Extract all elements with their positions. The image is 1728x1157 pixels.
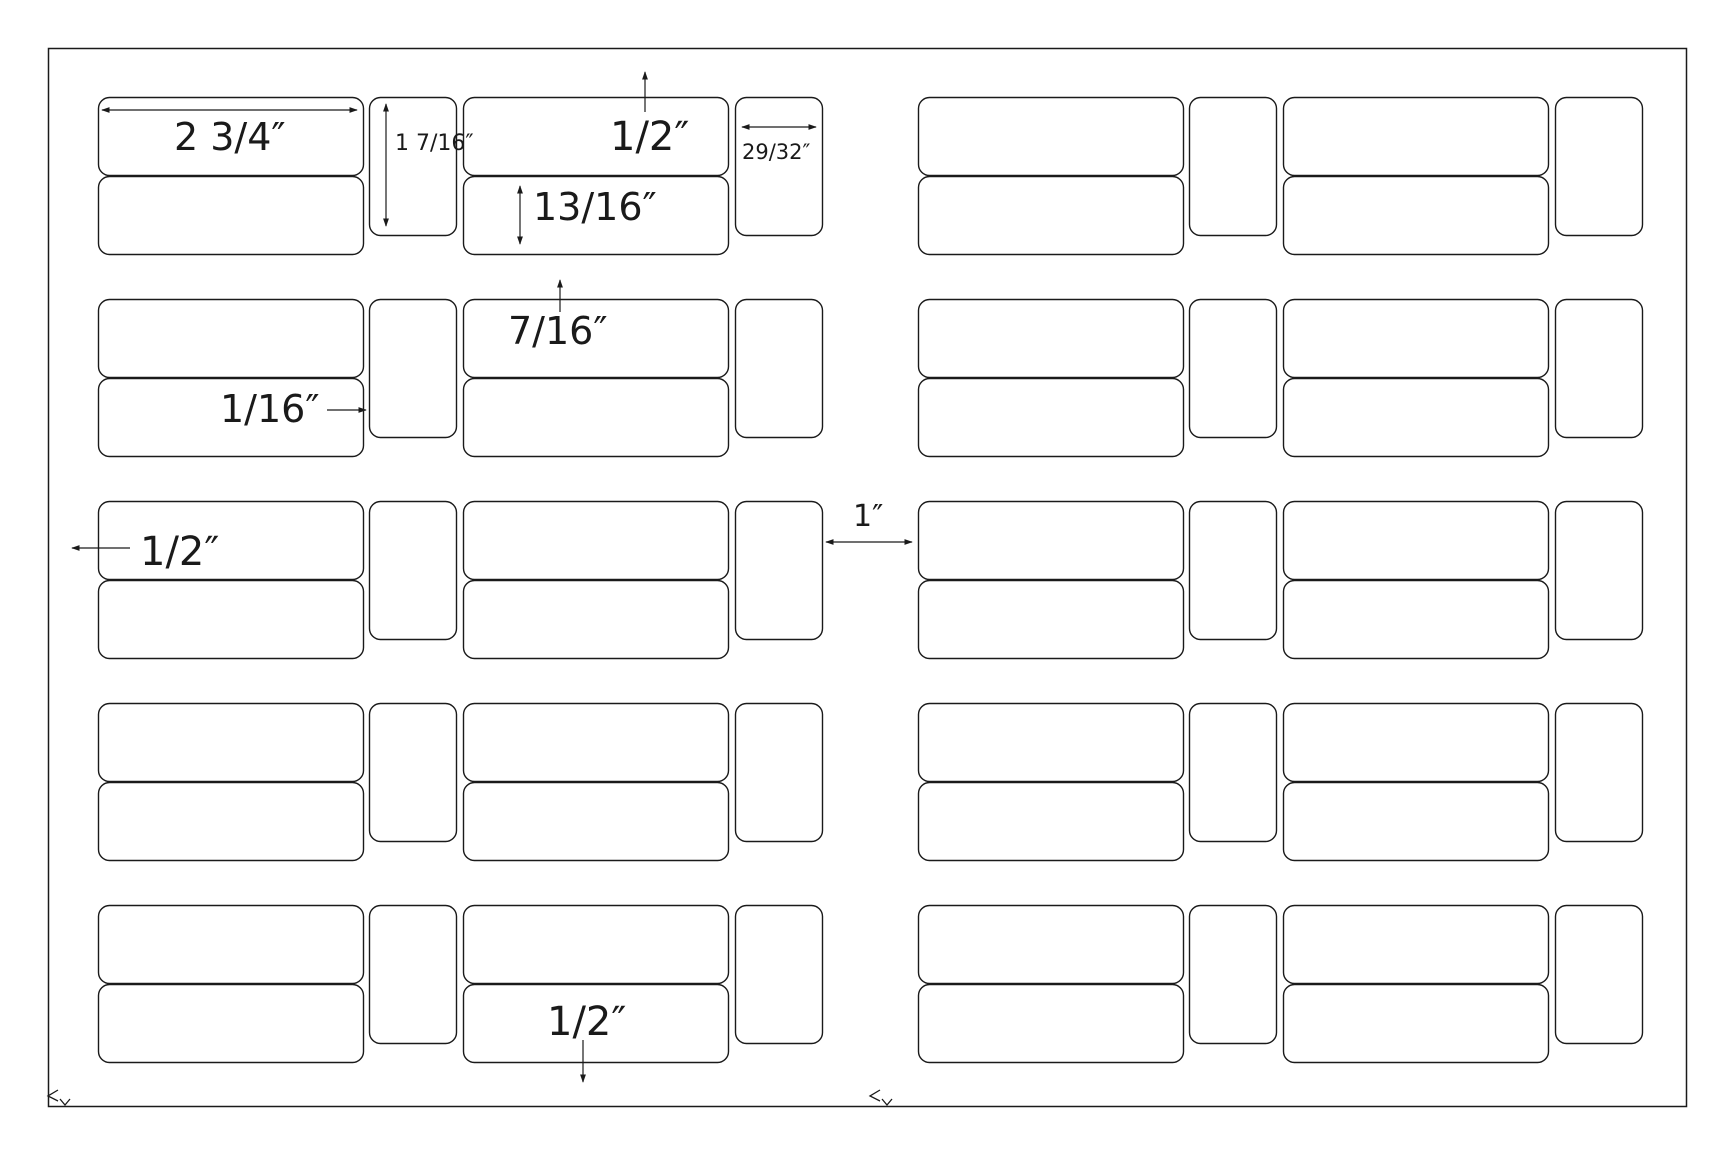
label-wide-top-left-r3-c1 [97,500,365,581]
label-wide-top-left-r3-c2 [917,500,1185,581]
dimension-column-gap: 1/16″ [220,387,320,431]
dimension-top-margin: 1/2″ [610,114,689,160]
dimension-row-gap: 7/16″ [508,309,608,353]
label-wide-top-right-r3-c1 [462,500,730,581]
corner-mark-left [46,1089,71,1107]
label-wide-bottom-right-r3-c1 [462,579,730,660]
label-wide-top-left-r4-c1 [97,702,365,783]
label-tall-left-r1-c2 [1188,96,1278,237]
label-tall-left-r2-c2 [1188,298,1278,439]
label-tall-right-r5-c2 [1554,904,1644,1045]
label-wide-top-left-r2-c1 [97,298,365,379]
label-wide-bottom-left-r1-c1 [97,175,365,256]
label-tall-right-r3-c1 [734,500,824,641]
label-tall-right-r4-c2 [1554,702,1644,843]
label-tall-left-r4-c2 [1188,702,1278,843]
dimension-tall-label-height: 1 7/16″ [395,131,474,156]
label-wide-bottom-left-r5-c2 [917,983,1185,1064]
label-tall-right-r3-c2 [1554,500,1644,641]
label-wide-bottom-left-r4-c2 [917,781,1185,862]
label-tall-right-r1-c1 [734,96,824,237]
label-tall-left-r4-c1 [368,702,458,843]
label-wide-bottom-right-r1-c1 [462,175,730,256]
label-wide-top-left-r1-c2 [917,96,1185,177]
label-tall-left-r2-c1 [368,298,458,439]
label-wide-bottom-left-r3-c2 [917,579,1185,660]
label-wide-bottom-left-r1-c2 [917,175,1185,256]
label-wide-bottom-left-r2-c2 [917,377,1185,458]
label-wide-top-left-r5-c2 [917,904,1185,985]
label-wide-top-right-r5-c1 [462,904,730,985]
dimension-bottom-margin: 1/2″ [547,999,626,1045]
label-wide-bottom-right-r5-c2 [1282,983,1550,1064]
dimension-center-gap: 1″ [853,499,883,534]
label-tall-left-r3-c2 [1188,500,1278,641]
dimension-wide-label-height: 13/16″ [533,185,657,229]
sheet-border [47,47,1688,1108]
label-tall-left-r5-c2 [1188,904,1278,1045]
label-wide-bottom-right-r5-c1 [462,983,730,1064]
label-wide-top-right-r5-c2 [1282,904,1550,985]
label-tall-right-r5-c1 [734,904,824,1045]
dimension-side-margin: 1/2″ [140,529,219,575]
label-wide-top-left-r5-c1 [97,904,365,985]
label-wide-bottom-right-r4-c1 [462,781,730,862]
label-wide-bottom-right-r4-c2 [1282,781,1550,862]
label-wide-top-right-r2-c1 [462,298,730,379]
label-wide-bottom-left-r5-c1 [97,983,365,1064]
label-wide-top-left-r4-c2 [917,702,1185,783]
label-wide-bottom-left-r3-c1 [97,579,365,660]
label-wide-top-left-r2-c2 [917,298,1185,379]
label-tall-right-r2-c2 [1554,298,1644,439]
label-tall-right-r2-c1 [734,298,824,439]
label-wide-bottom-right-r2-c2 [1282,377,1550,458]
label-wide-bottom-left-r4-c1 [97,781,365,862]
label-wide-top-right-r2-c2 [1282,298,1550,379]
label-tall-right-r4-c1 [734,702,824,843]
label-wide-bottom-right-r3-c2 [1282,579,1550,660]
label-tall-left-r5-c1 [368,904,458,1045]
label-tall-left-r3-c1 [368,500,458,641]
label-tall-left-r1-c1 [368,96,458,237]
label-wide-top-right-r1-c1 [462,96,730,177]
label-wide-top-right-r4-c2 [1282,702,1550,783]
label-tall-right-r1-c2 [1554,96,1644,237]
label-wide-top-right-r4-c1 [462,702,730,783]
label-wide-top-left-r1-c1 [97,96,365,177]
label-wide-bottom-right-r2-c1 [462,377,730,458]
dimension-wide-label-width: 2 3/4″ [174,115,286,159]
label-wide-bottom-left-r2-c1 [97,377,365,458]
label-wide-top-right-r1-c2 [1282,96,1550,177]
label-wide-top-right-r3-c2 [1282,500,1550,581]
corner-mark-center [868,1089,893,1107]
dimension-small-label-width: 29/32″ [742,140,811,164]
label-grid [97,96,1644,1064]
label-wide-bottom-right-r1-c2 [1282,175,1550,256]
